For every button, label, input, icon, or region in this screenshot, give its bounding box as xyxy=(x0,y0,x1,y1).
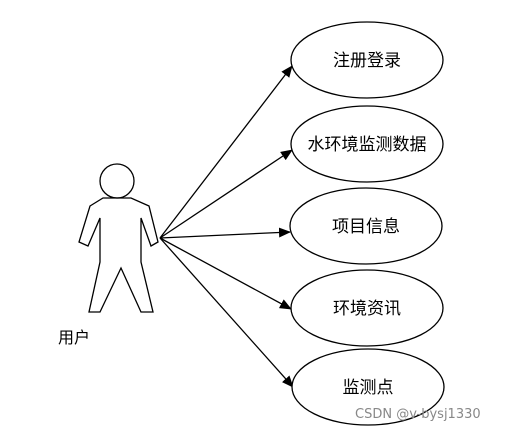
actor-figure xyxy=(78,163,159,313)
use-case-2: 水环境监测数据 xyxy=(290,105,444,183)
use-case-ellipse xyxy=(290,269,444,347)
actor-label: 用户 xyxy=(58,328,90,347)
use-case-label: 监测点 xyxy=(343,378,394,398)
use-case-label: 环境资讯 xyxy=(333,299,401,319)
use-case-label: 注册登录 xyxy=(333,51,401,71)
use-case-ellipse xyxy=(289,187,443,265)
use-case-4: 环境资讯 xyxy=(290,269,444,347)
use-case-ellipse xyxy=(290,105,444,183)
use-case-1: 注册登录 xyxy=(290,21,444,99)
actor-body xyxy=(78,197,159,313)
use-case-ellipse xyxy=(291,348,445,426)
association-arrow-2 xyxy=(159,149,293,239)
association-arrow-4 xyxy=(159,237,292,310)
watermark: CSDN @v-bysj1330 xyxy=(355,407,481,422)
associations xyxy=(159,65,294,388)
use-case-label: 项目信息 xyxy=(332,217,400,237)
association-arrow-3 xyxy=(159,227,291,239)
association-arrow-5 xyxy=(159,237,294,388)
association-arrow-1 xyxy=(159,65,293,239)
use-case-5: 监测点 xyxy=(291,348,445,426)
use-case-label: 水环境监测数据 xyxy=(308,135,427,155)
actor-head xyxy=(99,163,135,199)
use-case-3: 项目信息 xyxy=(289,187,443,265)
use-case-ellipse xyxy=(290,21,444,99)
